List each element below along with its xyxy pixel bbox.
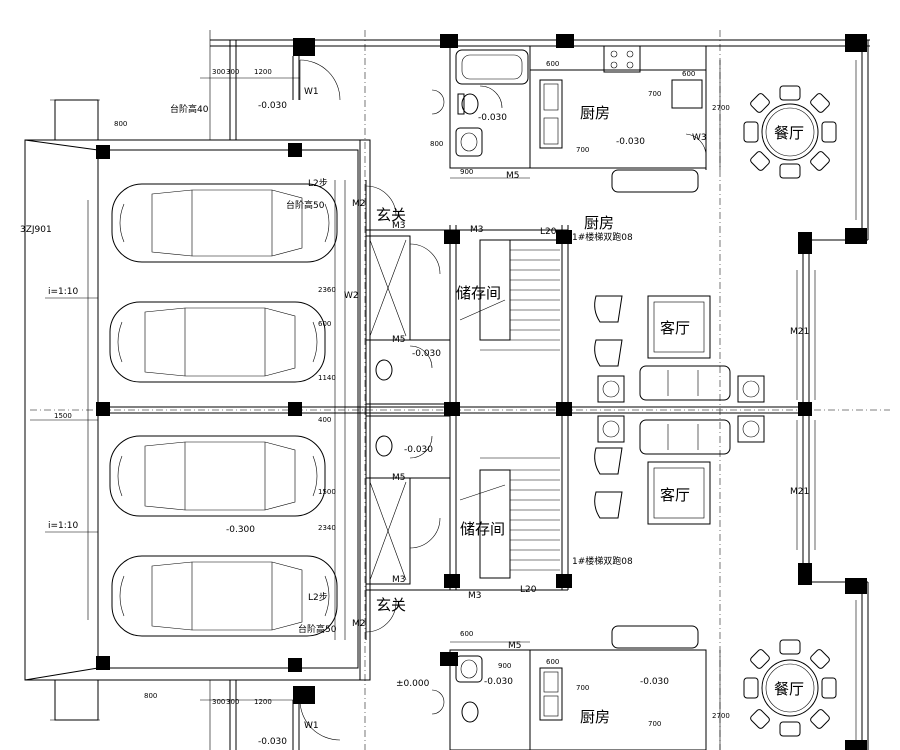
dimension: 300 [212,698,225,706]
slope-label-top: i=1:10 [48,287,79,297]
window-tag: M21 [790,327,809,337]
stair-bottom [459,457,560,579]
level-label: -0.030 [404,445,433,455]
door-tag: M2 [352,619,366,629]
window-tag: W3 [692,133,707,143]
dimension: 400 [318,416,331,424]
dimension: 900 [498,662,511,670]
room-label-storage-bottom: 储存间 [460,520,505,538]
dimension: 1500 [54,412,72,420]
room-label-kitchen-mid: 厨房 [584,214,614,232]
room-label-kitchen-bottom: 厨房 [580,708,610,726]
tv-cabinet-icon [647,295,711,525]
dimension: 800 [430,140,443,148]
dimension: 1200 [254,68,272,76]
window-tag: W1 [304,721,319,731]
level-label: -0.030 [258,101,287,111]
door-tag: M3 [392,221,406,231]
door-tag: M5 [508,641,522,651]
garage-note: 台阶高50 [286,199,325,211]
car-icon [109,435,326,517]
level-label: -0.030 [484,677,513,687]
room-label-dining-bottom: 餐厅 [774,680,804,698]
room-label-kitchen-top: 厨房 [580,104,610,122]
dimension: 300 [226,68,239,76]
bathtub-icon [455,49,529,85]
door-tag: M5 [392,473,406,483]
dimension: 700 [576,684,589,692]
dimension: 2360 [318,286,336,294]
garage-note: 台阶高50 [298,623,337,635]
dimension: 800 [114,120,127,128]
walls [98,39,870,750]
dining-table-icon [743,639,837,737]
sheet-reference: 3ZJ901 [20,225,52,235]
dimension: 600 [318,320,331,328]
room-label-storage-top: 储存间 [456,284,501,302]
dimension: 600 [546,658,559,666]
dimension: 800 [144,692,157,700]
sink-icon [455,79,563,721]
car-icon [111,183,338,263]
room-label-living-top: 客厅 [660,319,690,337]
dining-table-icon [743,85,837,179]
dimension: 2700 [712,104,730,112]
dimension: 1500 [318,488,336,496]
dimension: 1200 [254,698,272,706]
window-tag: W1 [304,87,319,97]
room-label-dining-top: 餐厅 [774,124,804,142]
door-tag: M2 [352,199,366,209]
car-icon [109,301,326,383]
side-table-icon [597,375,765,443]
stair-top [459,239,560,351]
door-swings [299,59,707,741]
level-label: -0.030 [412,349,441,359]
level-label: -0.030 [258,737,287,747]
car-icon [111,555,338,637]
dimension: 300 [226,698,239,706]
door-tag: M5 [506,171,520,181]
garage-step-label: L2步 [308,178,328,189]
level-label: -0.030 [478,113,507,123]
dimension: 900 [460,168,473,176]
dimension: 600 [460,630,473,638]
toilet-icon [375,93,479,723]
door-tag: M3 [468,591,482,601]
window-tag: M21 [790,487,809,497]
dimension: 2700 [712,712,730,720]
garage-note: 台阶高40 [170,103,209,115]
room-label-entry-bottom: 玄关 [376,596,406,614]
level-label: -0.030 [640,677,669,687]
slope-label-bottom: i=1:10 [48,521,79,531]
stair-note: 1#楼梯双跑08 [572,231,633,243]
stair-mark: L20 [540,227,557,237]
garage-step-label: L2步 [308,592,328,603]
level-label: ±0.000 [396,679,430,689]
door-tag: M5 [392,335,406,345]
stair-note: 1#楼梯双跑08 [572,555,633,567]
door-tag: M3 [392,575,406,585]
room-label-living-bottom: 客厅 [660,486,690,504]
dimension: 300 [212,68,225,76]
armchair-icon [594,295,623,519]
dimension: 600 [546,60,559,68]
dimension: 700 [576,146,589,154]
room-label-entry-top: 玄关 [376,206,406,224]
dimension: 600 [682,70,695,78]
window-tag: W2 [344,291,359,301]
stair-mark: L20 [520,585,537,595]
level-label: -0.030 [616,137,645,147]
dimension-chain [200,60,721,750]
dimension: 700 [648,90,661,98]
dimension: 700 [648,720,661,728]
sofa-icon [639,365,731,455]
windows [796,60,857,740]
level-label: -0.300 [226,525,255,535]
stove-icon [603,45,703,649]
dimension: 1140 [318,374,336,382]
door-tag: M3 [470,225,484,235]
dimension: 2340 [318,524,336,532]
